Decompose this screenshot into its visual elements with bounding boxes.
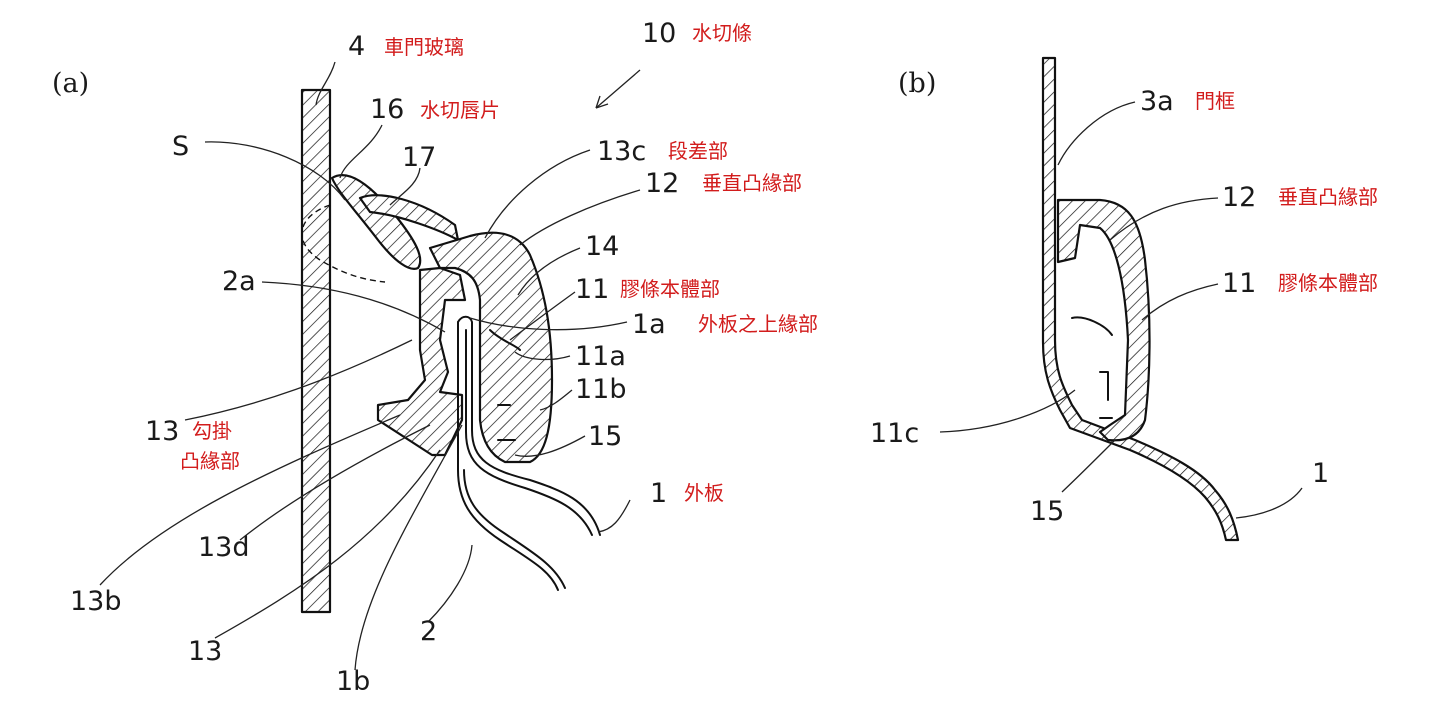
label-4: 4 bbox=[348, 31, 365, 62]
fin-11a bbox=[489, 329, 521, 351]
lip-17 bbox=[358, 194, 460, 242]
water-cut-lip bbox=[330, 174, 422, 270]
label-11a: 11a bbox=[575, 341, 626, 372]
leader-1-b bbox=[1235, 487, 1303, 519]
label-16-cn: 水切唇片 bbox=[420, 98, 500, 122]
label-1-cn: 外板 bbox=[684, 481, 724, 505]
leader-11-b bbox=[1141, 283, 1219, 321]
outer-panel-line-a bbox=[457, 315, 601, 536]
door-glass bbox=[300, 88, 332, 614]
arrow-10-head bbox=[595, 95, 609, 109]
leader-13c bbox=[484, 149, 591, 239]
leader-13b bbox=[99, 414, 401, 586]
label-10: 10 bbox=[642, 18, 676, 49]
leader-13d bbox=[239, 424, 431, 541]
leader-12 bbox=[519, 189, 641, 246]
leader-1a bbox=[469, 317, 628, 331]
fin-11b bbox=[497, 404, 516, 441]
leader-2 bbox=[427, 544, 473, 623]
label-10-cn: 水切條 bbox=[692, 21, 752, 45]
label-1: 1 bbox=[650, 478, 667, 509]
leader-S bbox=[204, 141, 346, 201]
inner-panel-line-b bbox=[463, 469, 566, 589]
label-11-b-cn: 膠條本體部 bbox=[1278, 271, 1378, 295]
leader-15-b bbox=[1061, 439, 1116, 493]
deflected-lip-outline bbox=[301, 204, 386, 283]
label-3a: 3a bbox=[1140, 86, 1174, 117]
label-11-cn: 膠條本體部 bbox=[620, 277, 720, 301]
label-17: 17 bbox=[402, 142, 436, 173]
panel-a-label: (a) bbox=[52, 68, 89, 99]
label-1a: 1a bbox=[632, 309, 666, 340]
label-2a: 2a bbox=[222, 266, 256, 297]
leader-15 bbox=[514, 435, 586, 457]
arrow-10 bbox=[595, 69, 641, 109]
leader-1b bbox=[354, 424, 463, 671]
label-1a-cn: 外板之上緣部 bbox=[698, 312, 818, 336]
label-13-cn: 勾掛 bbox=[192, 419, 232, 443]
label-12-cn: 垂直凸緣部 bbox=[702, 171, 802, 195]
leader-11a bbox=[514, 351, 571, 361]
label-13-upper: 13 bbox=[145, 416, 179, 447]
fin-b-2 bbox=[1099, 371, 1113, 419]
label-16: 16 bbox=[370, 94, 404, 125]
leader-11b bbox=[539, 389, 573, 411]
outer-panel-line-b bbox=[465, 329, 593, 536]
inner-panel-line-a bbox=[457, 321, 559, 591]
hook-flange bbox=[376, 266, 467, 457]
label-11b: 11b bbox=[575, 374, 627, 405]
panel-a: (a) bbox=[52, 18, 818, 697]
weatherstrip-body-b bbox=[1056, 198, 1151, 442]
label-13-cn-line2: 凸緣部 bbox=[180, 449, 240, 473]
label-15-b: 15 bbox=[1030, 496, 1064, 527]
label-13c-cn: 段差部 bbox=[668, 139, 728, 163]
label-13c: 13c bbox=[597, 136, 646, 167]
label-12-b: 12 bbox=[1222, 182, 1256, 213]
leader-11c bbox=[939, 389, 1076, 433]
label-11c: 11c bbox=[870, 418, 919, 449]
leader-4 bbox=[315, 61, 336, 106]
fin-b-1 bbox=[1071, 316, 1113, 336]
label-3a-cn: 門框 bbox=[1195, 89, 1235, 113]
label-11-b: 11 bbox=[1222, 268, 1256, 299]
leader-17 bbox=[389, 167, 421, 206]
label-S: S bbox=[172, 131, 189, 162]
label-12-b-cn: 垂直凸緣部 bbox=[1278, 185, 1378, 209]
label-11: 11 bbox=[575, 274, 609, 305]
label-13-lower: 13 bbox=[188, 636, 222, 667]
door-frame bbox=[1041, 56, 1240, 542]
leader-1 bbox=[597, 499, 631, 533]
panel-b: (b) 3a 門框 12 垂直凸緣部 11 膠條本體部 11c 15 1 bbox=[870, 56, 1378, 542]
label-4-cn: 車門玻璃 bbox=[384, 35, 464, 59]
leader-3a bbox=[1057, 101, 1136, 166]
leader-2a bbox=[261, 281, 446, 333]
leader-16 bbox=[339, 124, 383, 179]
leader-12-b bbox=[1109, 197, 1219, 241]
label-12: 12 bbox=[645, 168, 679, 199]
label-2: 2 bbox=[420, 616, 437, 647]
label-1-b: 1 bbox=[1312, 458, 1329, 489]
label-1b: 1b bbox=[336, 666, 370, 697]
label-14: 14 bbox=[585, 231, 619, 262]
label-13d: 13d bbox=[198, 532, 250, 563]
leader-13-lower bbox=[214, 449, 441, 639]
panel-b-label: (b) bbox=[898, 68, 936, 99]
leader-14 bbox=[517, 247, 581, 296]
label-13b: 13b bbox=[70, 586, 122, 617]
label-15: 15 bbox=[588, 421, 622, 452]
leader-11 bbox=[509, 291, 576, 341]
leader-13-upper bbox=[184, 339, 413, 421]
